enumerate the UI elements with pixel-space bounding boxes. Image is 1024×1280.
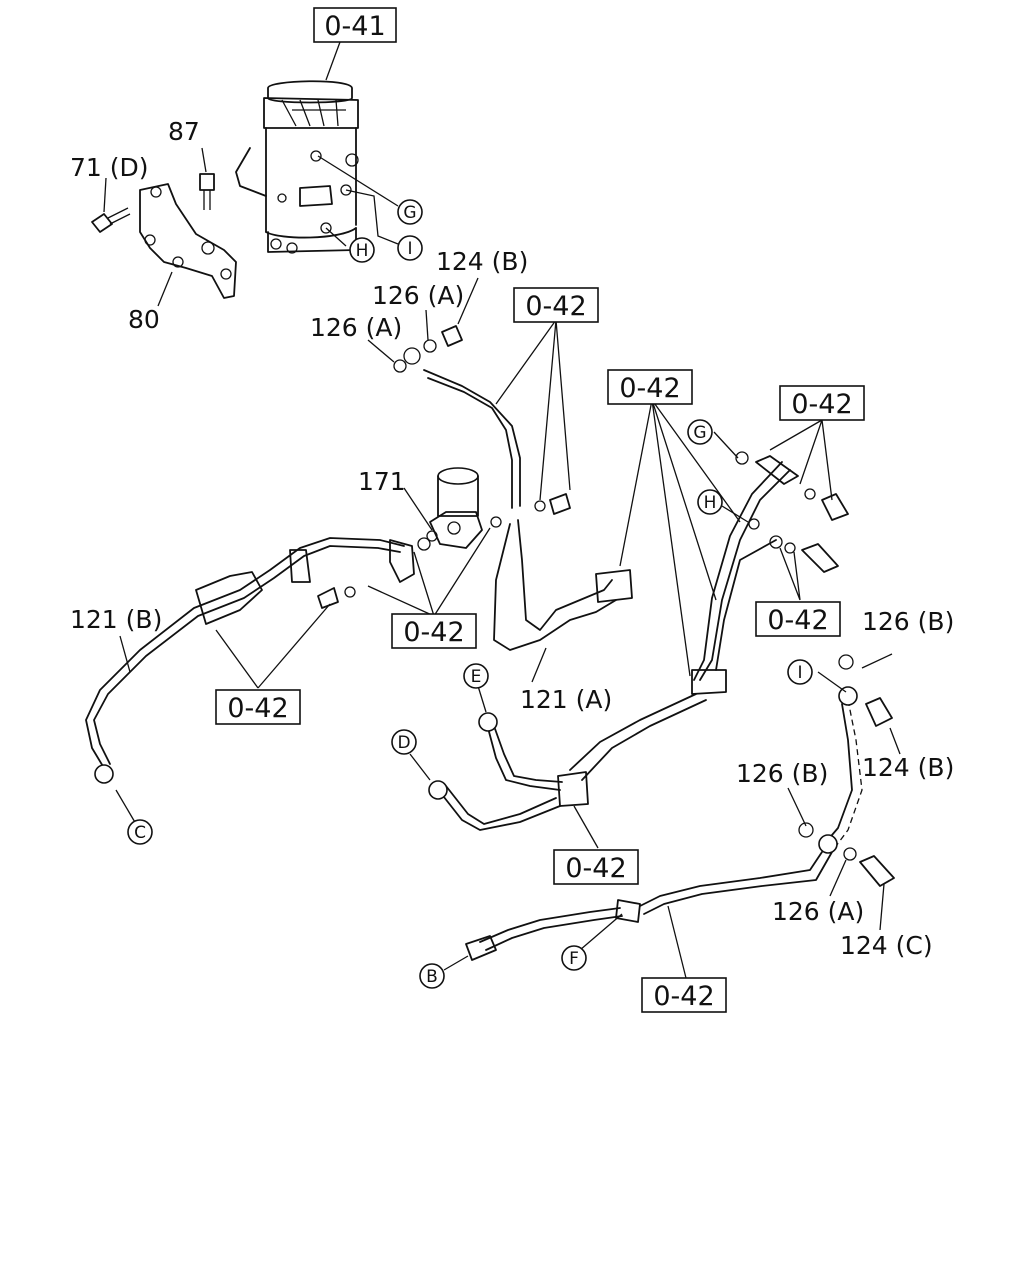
connector-letter: C [134,823,146,843]
part-label-171: 171 [358,467,406,496]
ref-box-label: 0-42 [227,693,288,724]
fuel-pipes [85,369,863,961]
ref-box-0-42: 0-42 [553,849,639,885]
ref-box-0-42: 0-42 [215,689,301,725]
ref-box-0-42: 0-42 [607,369,693,405]
connector-letter: I [797,663,802,683]
connector-letter: H [356,241,369,261]
connector-i: I [397,235,423,261]
connector-g: G [687,419,713,445]
part-label-126a: 126 (A) [372,281,464,310]
ref-box-0-42: 0-42 [755,601,841,637]
ref-box-label: 0-42 [565,853,626,884]
connector-letter: G [693,423,706,443]
part-label-124b: 124 (B) [862,753,954,782]
ref-box-0-42: 0-42 [513,287,599,323]
connector-h: H [349,237,375,263]
part-label-124b: 124 (B) [436,247,528,276]
connector-i: I [787,659,813,685]
connector-letter: D [397,733,410,753]
mounting-bracket [91,173,237,299]
ref-box-0-41: 0-41 [313,7,397,43]
ref-box-label: 0-42 [791,389,852,420]
part-label-124c: 124 (C) [840,931,933,960]
ref-box-label: 0-41 [324,11,385,42]
connector-f: F [561,945,587,971]
connector-b: B [419,963,445,989]
part-label-121b: 121 (B) [70,605,162,634]
ref-box-label: 0-42 [653,981,714,1012]
connector-g: G [397,199,423,225]
connector-h: H [697,489,723,515]
part-label-71d: 71 (D) [70,153,149,182]
connector-letter: E [471,667,482,687]
connector-letter: B [426,967,438,987]
part-label-126a: 126 (A) [772,897,864,926]
ref-box-label: 0-42 [525,291,586,322]
part-label-126a: 126 (A) [310,313,402,342]
connector-d: D [391,729,417,755]
connector-letter: G [403,203,416,223]
connector-letter: H [704,493,717,513]
ref-box-0-42: 0-42 [391,613,477,649]
priming-pump [426,467,483,549]
ref-box-0-42: 0-42 [779,385,865,421]
part-label-80: 80 [128,305,160,334]
part-label-126b: 126 (B) [862,607,954,636]
connector-letter: F [569,949,579,969]
part-label-121a: 121 (A) [520,685,612,714]
connector-letter: I [407,239,412,259]
part-label-87: 87 [168,117,200,146]
ref-box-label: 0-42 [403,617,464,648]
ref-box-label: 0-42 [767,605,828,636]
fittings [317,325,895,887]
connector-e: E [463,663,489,689]
connector-c: C [127,819,153,845]
ref-box-label: 0-42 [619,373,680,404]
ref-box-0-42: 0-42 [641,977,727,1013]
leader-lines [115,41,901,979]
fuel-filter-assembly [235,80,359,254]
part-label-126b: 126 (B) [736,759,828,788]
